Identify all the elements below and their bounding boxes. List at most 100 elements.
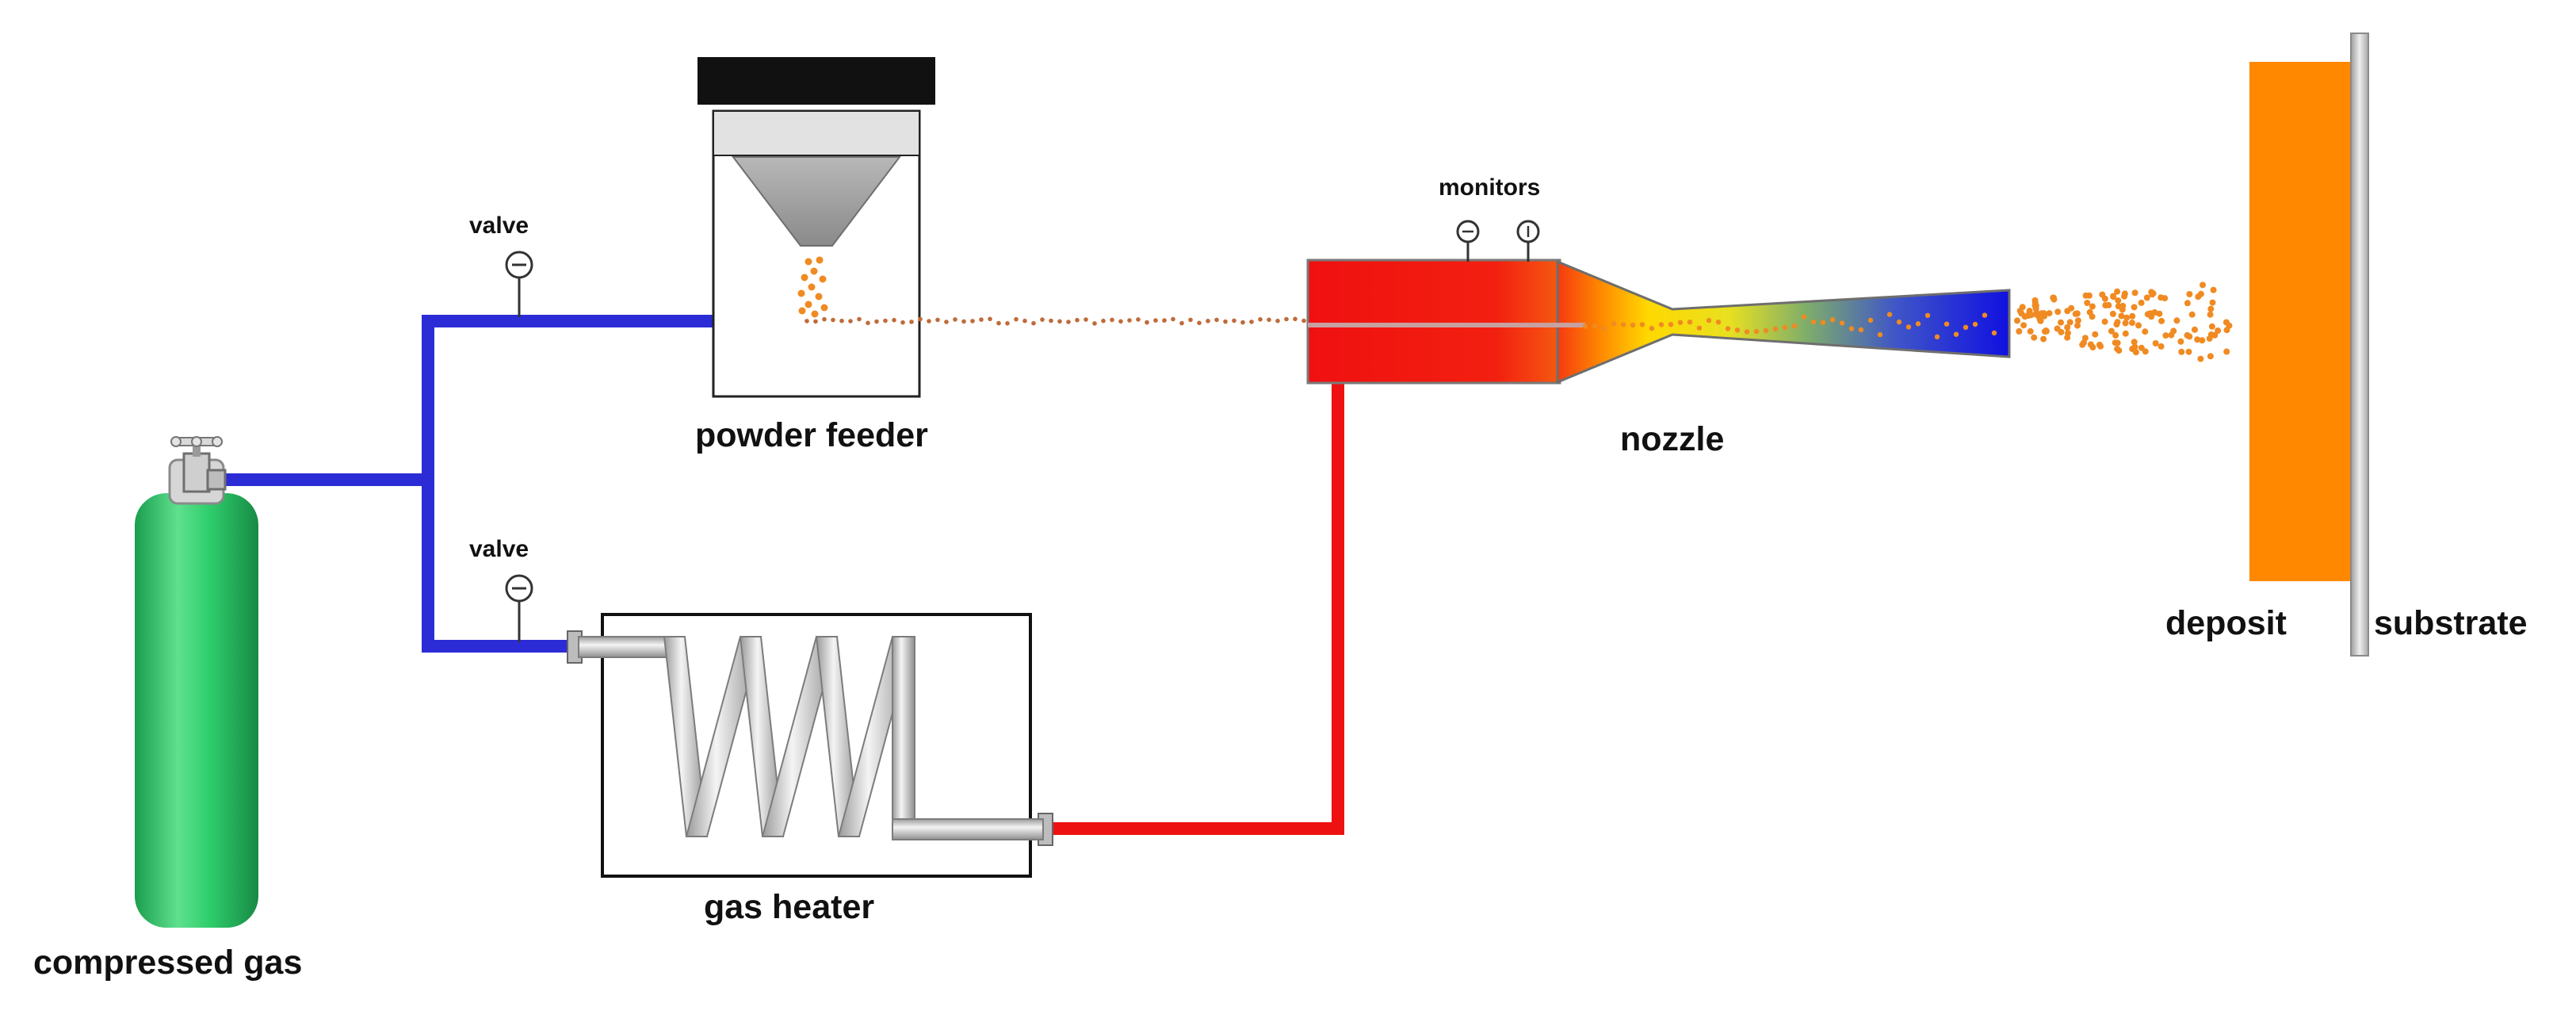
powder-particle [2101,318,2108,325]
powder-particle [2184,300,2191,307]
powder-particle [1022,318,1027,323]
powder-particle [2079,341,2086,348]
powder-particle [1284,316,1289,322]
powder-particle [1886,312,1893,317]
powder-particle [2089,344,2096,350]
powder-particle [1601,326,1607,331]
powder-particle [2207,331,2215,338]
powder-particle [2162,332,2169,339]
powder-particle [831,317,835,323]
powder-particle [2046,310,2053,317]
powder-particle [2016,327,2023,335]
powder-particle [805,319,809,323]
powder-particle [2084,300,2091,306]
powder-particle [857,316,862,322]
powder-particle [1953,331,1959,337]
powder-particle [918,316,923,322]
powder-particle [1991,330,1997,336]
powder-particle [1763,327,1769,334]
powder-particle [2114,288,2121,295]
powder-particle [2108,327,2115,335]
powder-particle [1127,318,1132,323]
powder-particle [2122,320,2129,327]
monitor-gauge-icon [1516,220,1540,262]
powder-particle [2066,319,2073,326]
powder-particle [1582,323,1588,329]
powder-particle [2089,303,2096,310]
powder-particle [2123,314,2131,321]
powder-particle [2114,339,2121,346]
powder-particle [2118,312,2125,320]
powder-particle [2199,337,2206,344]
powder-particle [2074,322,2081,329]
de-laval-nozzle [1556,259,2011,385]
powder-particle [2043,327,2050,334]
heater-coil [578,636,1044,840]
powder-particle [1014,316,1019,322]
powder-stream-nozzle [1582,312,1997,339]
target [2249,33,2369,657]
powder-particle [944,320,949,324]
powder-particle [2207,353,2214,360]
powder-particle [2115,347,2123,354]
label-powder-feeder: powder feeder [695,416,928,454]
gas-cylinder [135,436,258,928]
powder-particle [2074,317,2081,324]
powder-particle [866,320,870,326]
powder-particle [1744,329,1750,335]
powder-particle [1630,322,1636,328]
powder-particle [813,319,818,324]
powder-particle [2014,317,2020,324]
pre-chamber [1306,258,1561,385]
deposit-layer [2249,62,2351,581]
powder-particle [2031,334,2038,341]
powder-particle [2064,324,2071,331]
powder-particle [2129,320,2135,327]
powder-particle [2121,293,2128,300]
powder-particle [883,318,888,323]
powder-particle [2131,339,2138,346]
powder-particle [1829,317,1836,323]
powder-particle [2177,338,2184,345]
powder-particle [1611,321,1617,327]
powder-particle [1301,318,1306,323]
powder-particle [2115,303,2122,310]
feeder-gas-line [422,315,808,646]
powder-particle [1031,320,1036,326]
powder-particle [1801,314,1807,320]
powder-particle [1179,320,1184,326]
powder-particle [2073,310,2081,317]
powder-particle [1049,318,1053,323]
falling-powder [797,256,828,318]
powder-particle [2170,327,2177,335]
powder-particle [1668,322,1674,327]
powder-particle [909,320,914,324]
powder-particle [1753,328,1760,335]
powder-particle [2142,328,2149,335]
powder-particle [1839,320,1845,326]
substrate-plate [2350,33,2369,657]
powder-particle [822,316,827,322]
powder-particle [2207,311,2214,318]
powder-particle [1934,334,1940,339]
powder-particle [2058,328,2065,335]
powder-particle [1639,322,1645,327]
powder-particle [1171,316,1175,322]
powder-particle [935,317,940,323]
powder-particle [1118,319,1123,324]
powder-particle [2157,343,2165,350]
powder-particle [2184,331,2191,339]
powder-particle [1214,317,1219,323]
powder-particle [1136,317,1141,322]
powder-feeder [698,57,935,398]
powder-particle [1810,319,1817,325]
cylinder-handwheel-icon [170,436,223,447]
powder-particle [1687,320,1693,325]
powder-particle [970,319,975,323]
powder-particle [2109,310,2116,317]
powder-particle [1040,317,1045,322]
powder-particle [2020,322,2028,329]
powder-particle [2186,291,2193,297]
powder-particle [1101,318,1106,323]
valve-gauge-icon [505,574,533,642]
